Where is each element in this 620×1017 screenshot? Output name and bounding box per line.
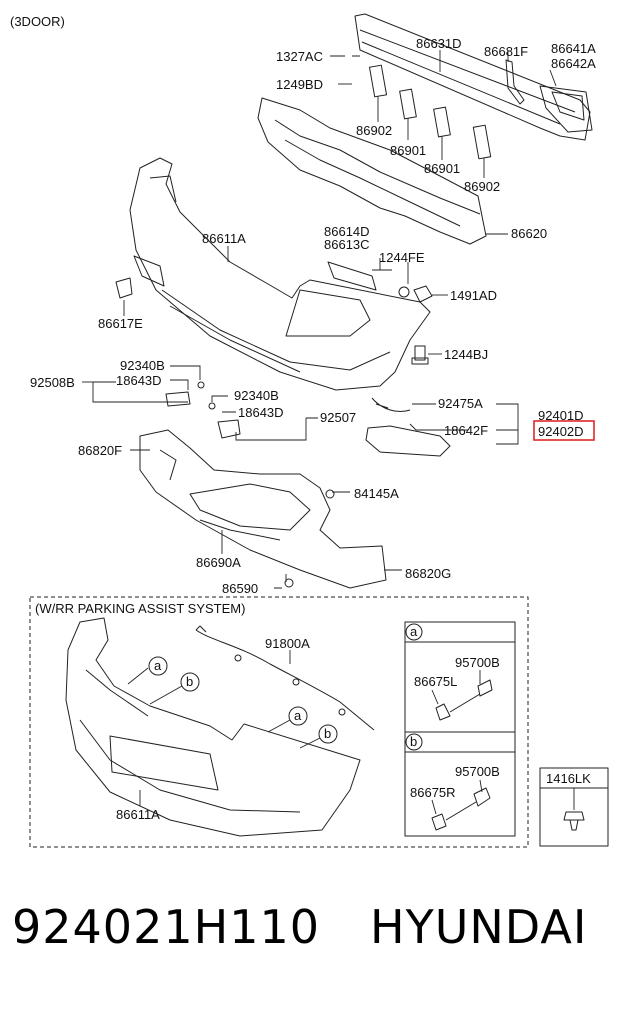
label-92475A: 92475A bbox=[438, 396, 483, 411]
header-variant: (3DOOR) bbox=[10, 14, 65, 29]
brand-name: HYUNDAI bbox=[370, 900, 588, 954]
label-92340B-b: 92340B bbox=[234, 388, 279, 403]
callout-b-1: b bbox=[186, 674, 193, 689]
callout-a-2: a bbox=[294, 708, 302, 723]
label-86820F: 86820F bbox=[78, 443, 122, 458]
label-86820G: 86820G bbox=[405, 566, 451, 581]
label-86642A: 86642A bbox=[551, 56, 596, 71]
label-95700B-a: 95700B bbox=[455, 655, 500, 670]
label-86681F: 86681F bbox=[484, 44, 528, 59]
reflector-lamp bbox=[365, 425, 451, 457]
footer: 924021H110 HYUNDAI bbox=[0, 900, 620, 980]
label-91800A: 91800A bbox=[265, 636, 310, 651]
label-92507: 92507 bbox=[320, 410, 356, 425]
label-1491AD: 1491AD bbox=[450, 288, 497, 303]
label-86590: 86590 bbox=[222, 581, 258, 596]
box-b-label: b bbox=[410, 734, 417, 749]
label-18643D-b: 18643D bbox=[238, 405, 284, 420]
label-86641A: 86641A bbox=[551, 41, 596, 56]
label-1416LK: 1416LK bbox=[546, 771, 591, 786]
label-86675L: 86675L bbox=[414, 674, 457, 689]
part-number: 924021H110 bbox=[12, 900, 320, 954]
callout-a-1: a bbox=[154, 658, 162, 673]
energy-absorber bbox=[257, 97, 487, 245]
bumper-cover bbox=[129, 157, 431, 391]
wiring-harness bbox=[195, 629, 375, 731]
label-84145A: 84145A bbox=[354, 486, 399, 501]
callout-b-2: b bbox=[324, 726, 331, 741]
label-92402D: 92402D bbox=[538, 424, 584, 439]
parking-bumper-cover bbox=[65, 617, 361, 837]
label-86690A: 86690A bbox=[196, 555, 241, 570]
label-1244FE: 1244FE bbox=[379, 250, 425, 265]
label-86902-b: 86902 bbox=[464, 179, 500, 194]
label-86901-a: 86901 bbox=[390, 143, 426, 158]
beam-bracket bbox=[539, 85, 593, 133]
under-cover bbox=[139, 429, 387, 589]
label-86631D: 86631D bbox=[416, 36, 462, 51]
highlight-box bbox=[533, 420, 595, 441]
label-92508B: 92508B bbox=[30, 375, 75, 390]
label-86611A-b: 86611A bbox=[116, 807, 160, 822]
label-86617E: 86617E bbox=[98, 316, 143, 331]
label-1244BJ: 1244BJ bbox=[444, 347, 488, 362]
label-86620: 86620 bbox=[511, 226, 547, 241]
reinforcement-beam bbox=[354, 13, 591, 141]
label-86901-b: 86901 bbox=[424, 161, 460, 176]
label-86902-a: 86902 bbox=[356, 123, 392, 138]
label-18643D-a: 18643D bbox=[116, 373, 162, 388]
parking-assist-title: (W/RR PARKING ASSIST SYSTEM) bbox=[35, 601, 245, 616]
box-a-label: a bbox=[410, 624, 418, 639]
label-95700B-b: 95700B bbox=[455, 764, 500, 779]
label-86614D: 86614D bbox=[324, 224, 370, 239]
label-92340B-a: 92340B bbox=[120, 358, 165, 373]
label-1249BD: 1249BD bbox=[276, 77, 323, 92]
label-86613C: 86613C bbox=[324, 237, 370, 252]
label-18642F: 18642F bbox=[444, 423, 488, 438]
label-86675R: 86675R bbox=[410, 785, 456, 800]
label-1327AC: 1327AC bbox=[276, 49, 323, 64]
label-86611A: 86611A bbox=[202, 231, 246, 246]
label-92401D: 92401D bbox=[538, 408, 584, 423]
